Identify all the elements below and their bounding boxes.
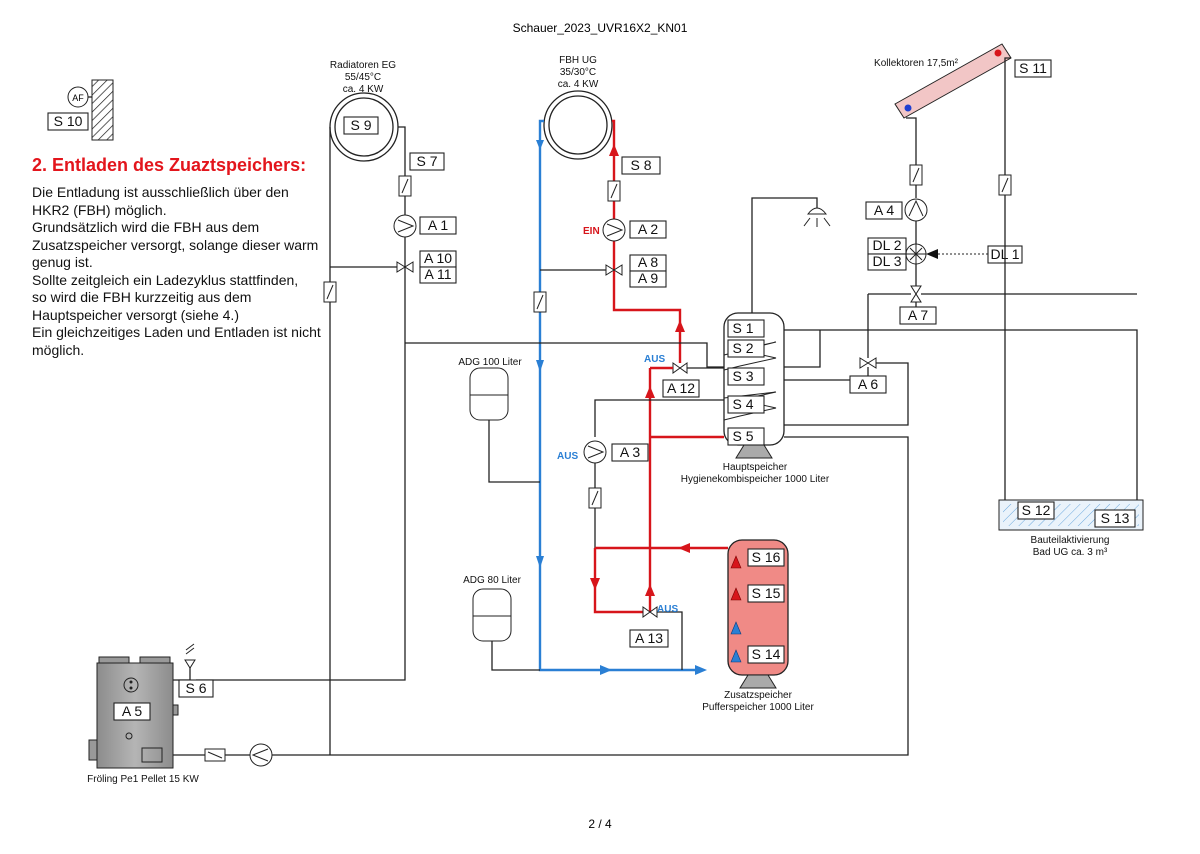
svg-text:Hauptspeicher: Hauptspeicher xyxy=(723,462,788,473)
svg-text:ca. 4 KW: ca. 4 KW xyxy=(558,79,599,90)
a5-label: A 5 xyxy=(122,703,142,719)
a3-label: A 3 xyxy=(620,444,640,460)
s11-label: S 11 xyxy=(1019,60,1047,76)
pellet-boiler: A 5 Fröling Pe1 Pellet 15 KW S 6 xyxy=(87,643,330,785)
adg80-vessel: ADG 80 Liter xyxy=(463,575,540,671)
dl3-label: DL 3 xyxy=(872,253,901,269)
extra-tank: S 16 S 15 S 14 Zusatzspeicher Pufferspei… xyxy=(702,539,814,713)
s3-label: S 3 xyxy=(732,368,753,384)
outdoor-sensor: AF S 10 xyxy=(47,79,114,141)
svg-text:Radiatoren EG: Radiatoren EG xyxy=(330,60,396,71)
notes-heading: 2. Entladen des Zuaztspeichers: xyxy=(32,155,307,175)
s1-label: S 1 xyxy=(732,320,753,336)
s5-label: S 5 xyxy=(732,428,753,444)
fbh-circuit: FBH UG 35/30°C ca. 4 KW S 8 EIN A 2 A 8 xyxy=(533,55,707,675)
aus-a3-status: AUS xyxy=(557,451,578,462)
svg-text:55/45°C: 55/45°C xyxy=(345,72,381,83)
solar-circuit: Kollektoren 17,5m² S 11 A 4 DL 2 DL 3 DL… xyxy=(865,43,1137,500)
adg100-vessel: ADG 100 Liter xyxy=(458,357,540,483)
a8-label: A 8 xyxy=(638,254,658,270)
a9-label: A 9 xyxy=(638,270,658,286)
s13-label: S 13 xyxy=(1101,510,1130,526)
s4-label: S 4 xyxy=(732,396,753,412)
svg-text:ADG 100 Liter: ADG 100 Liter xyxy=(458,357,522,368)
a1-label: A 1 xyxy=(428,217,448,233)
s15-label: S 15 xyxy=(752,585,781,601)
a11-label: A 11 xyxy=(425,266,452,282)
svg-text:Pufferspeicher 1000 Liter: Pufferspeicher 1000 Liter xyxy=(702,702,814,713)
svg-text:35/30°C: 35/30°C xyxy=(560,67,596,78)
page-title: Schauer_2023_UVR16X2_KN01 xyxy=(513,21,688,35)
a6-label: A 6 xyxy=(858,376,878,392)
a13-label: A 13 xyxy=(635,630,663,646)
a3-pump-loop: AUS A 3 AUS A 13 xyxy=(557,399,728,670)
svg-text:Bauteilaktivierung: Bauteilaktivierung xyxy=(1031,535,1110,546)
s6-label: S 6 xyxy=(185,680,206,696)
svg-text:ADG 80 Liter: ADG 80 Liter xyxy=(463,575,521,586)
svg-text:Kollektoren 17,5m²: Kollektoren 17,5m² xyxy=(874,58,959,69)
s16-label: S 16 xyxy=(752,549,781,565)
a7-label: A 7 xyxy=(908,307,928,323)
dl2-label: DL 2 xyxy=(872,237,901,253)
radiator-circuit: Radiatoren EG 55/45°C ca. 4 KW S 9 S 7 A… xyxy=(196,60,457,755)
notes-body: Die Entladung ist ausschließlich über de… xyxy=(32,184,321,358)
main-tank: S 1 S 2 S 3 S 4 S 5 Hauptspeicher Hygien… xyxy=(330,197,1138,756)
aus-a12-status: AUS xyxy=(644,354,665,365)
svg-text:Bad UG ca. 3 m³: Bad UG ca. 3 m³ xyxy=(1033,547,1108,558)
svg-text:FBH UG: FBH UG xyxy=(559,55,597,66)
s10-label: S 10 xyxy=(54,113,83,129)
a2-label: A 2 xyxy=(638,221,658,237)
page-number: 2 / 4 xyxy=(588,817,612,831)
a12-label: A 12 xyxy=(667,380,695,396)
s7-label: S 7 xyxy=(416,153,437,169)
a12-valve-group: AUS A 12 xyxy=(405,342,724,612)
svg-text:ca. 4 KW: ca. 4 KW xyxy=(343,84,384,95)
svg-text:Zusatzspeicher: Zusatzspeicher xyxy=(724,690,792,701)
svg-text:Fröling Pe1 Pellet 15 KW: Fröling Pe1 Pellet 15 KW xyxy=(87,774,199,785)
svg-text:Hygienekombispeicher 1000 Lite: Hygienekombispeicher 1000 Liter xyxy=(681,474,830,485)
s12-label: S 12 xyxy=(1022,502,1051,518)
s14-label: S 14 xyxy=(752,646,781,662)
a4-label: A 4 xyxy=(874,202,894,218)
a10-label: A 10 xyxy=(424,250,452,266)
s8-label: S 8 xyxy=(630,157,651,173)
s9-label: S 9 xyxy=(350,117,371,133)
slab-activation: S 12 S 13 Bauteilaktivierung Bad UG ca. … xyxy=(998,499,1144,558)
ein-status: EIN xyxy=(583,226,600,237)
af-label: AF xyxy=(72,93,84,103)
aus-a13-status: AUS xyxy=(657,604,678,615)
s2-label: S 2 xyxy=(732,340,753,356)
notes-panel: 2. Entladen des Zuaztspeichers: Die Entl… xyxy=(32,155,342,359)
